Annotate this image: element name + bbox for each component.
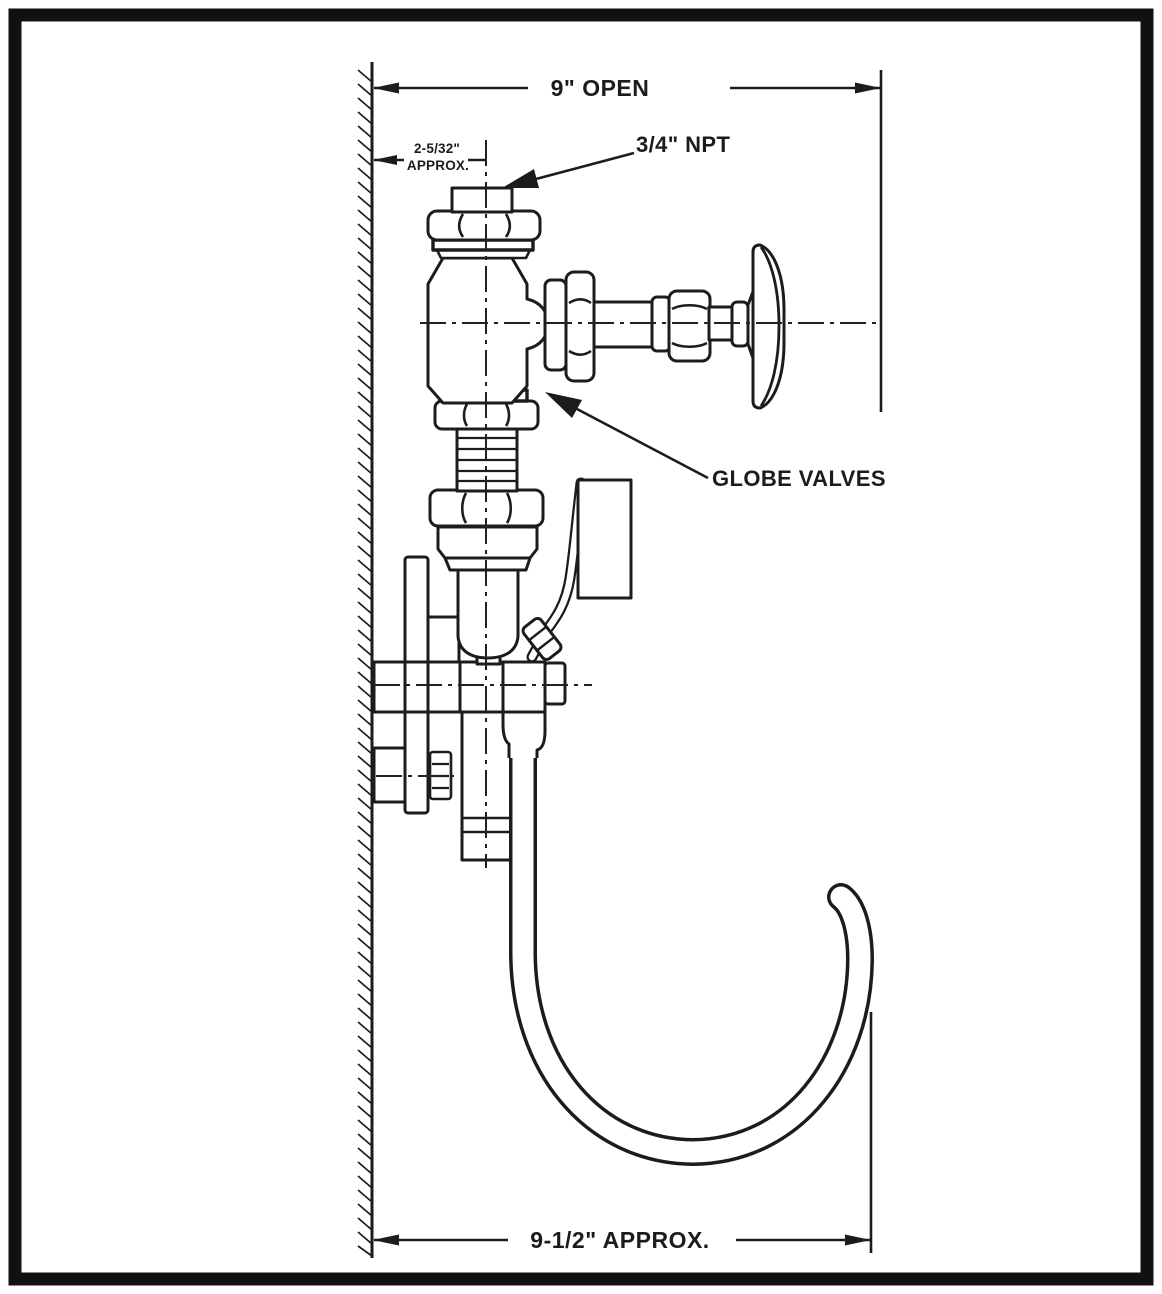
dimension-arrow-right [855, 82, 881, 94]
dimension-bottom [373, 1012, 873, 1253]
leader-arrowhead [502, 169, 539, 188]
top-hex-coupling [426, 209, 542, 242]
gooseneck-tube [509, 728, 874, 1166]
tube-shoulder [501, 710, 547, 758]
valve-stem [592, 300, 655, 349]
push-pad [576, 478, 633, 600]
dim-bottom-label: 9-1/2" APPROX. [530, 1227, 709, 1253]
dim-offset-label-line2: APPROX. [407, 158, 469, 173]
stem-flange [543, 278, 568, 372]
drawing-frame [8, 8, 1154, 1286]
dimension-arrow-left [373, 1234, 399, 1246]
dim-top-label: 9" OPEN [551, 75, 650, 101]
wall-hatching [357, 69, 373, 1257]
npt-callout [502, 151, 635, 188]
upper-flange [431, 238, 535, 260]
packing-nut [667, 289, 712, 363]
dimension-arrow-left [373, 155, 397, 165]
globe-valves-label: GLOBE VALVES [712, 466, 886, 491]
npt-label: 3/4" NPT [636, 132, 730, 157]
lever-ferrule [521, 616, 563, 662]
centerlines [374, 140, 878, 868]
bubbler-body [456, 566, 520, 660]
handwheel [751, 243, 786, 410]
dimension-9-open [373, 70, 883, 412]
bubbler-collar [436, 525, 539, 572]
bonnet-hex-nut [564, 270, 596, 383]
dimension-arrow-right [845, 1234, 871, 1246]
dimension-offset [373, 155, 486, 165]
dim-offset-label-line1: 2-5/32" [414, 141, 460, 156]
globe-valves-callout [545, 392, 709, 480]
supply-nipple [450, 186, 514, 214]
leader-arrowhead [545, 392, 582, 418]
dimension-arrow-left [373, 82, 399, 94]
